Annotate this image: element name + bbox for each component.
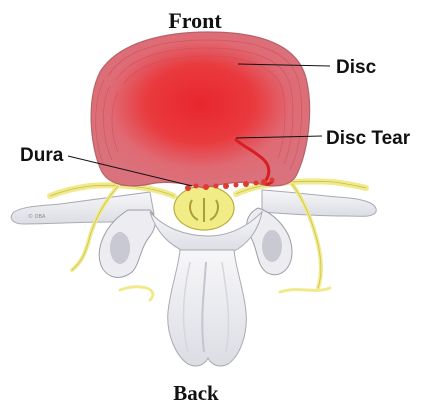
front-label: Front (168, 8, 222, 33)
disc-label: Disc (336, 57, 377, 78)
disc-tear-label: Disc Tear (326, 128, 411, 149)
dura (174, 186, 234, 230)
watermark: © OBA (28, 213, 46, 220)
intervertebral-disc (91, 32, 310, 191)
right-transverse-process (262, 190, 376, 216)
spinous-process (168, 250, 247, 366)
dura-label: Dura (20, 145, 64, 166)
disc-body (91, 32, 310, 188)
back-label: Back (173, 381, 219, 405)
